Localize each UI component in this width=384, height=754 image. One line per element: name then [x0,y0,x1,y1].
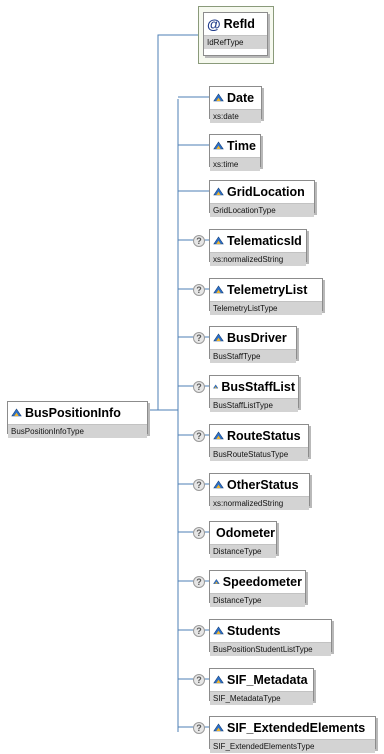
optional-icon: ? [193,625,205,637]
element-icon [11,408,22,417]
element-icon [213,579,220,584]
element-name: SIF_Metadata [227,672,308,687]
attribute-type: IdRefType [204,35,267,49]
optional-icon: ? [193,674,205,686]
element-type: DistanceType [210,593,305,607]
element-icon [213,431,224,440]
optional-icon: ? [193,381,205,393]
optional-icon: ? [193,284,205,296]
element-name: Students [227,623,281,638]
optional-icon: ? [193,479,205,491]
attribute-group: @ RefId IdRefType [198,6,274,64]
element-icon [213,723,224,732]
element-icon [213,93,224,102]
element-type: xs:normalizedString [210,496,309,510]
optional-icon: ? [193,722,205,734]
element-name: BusDriver [227,330,287,345]
attribute-node-refid[interactable]: @ RefId IdRefType [203,12,268,56]
element-type: BusStaffType [210,349,296,363]
element-name: SIF_ExtendedElements [227,720,366,735]
optional-icon: ? [193,332,205,344]
element-type: xs:time [210,157,260,171]
element-name: BusStaffList [221,379,295,394]
element-name: RouteStatus [227,428,301,443]
element-name: Time [227,138,256,153]
attribute-name: RefId [223,16,255,31]
element-node-otherstatus[interactable]: OtherStatus xs:normalizedString [209,473,310,510]
root-element-name: BusPositionInfo [25,405,121,420]
element-icon [213,384,219,389]
element-type: xs:normalizedString [210,252,306,266]
element-type: SIF_ExtendedElementsType [210,739,375,753]
element-icon [213,333,224,342]
root-element-type: BusPositionInfoType [8,424,147,438]
element-icon [213,187,224,196]
element-icon [213,236,224,245]
element-icon [213,626,224,635]
optional-icon: ? [193,576,205,588]
element-type: BusStaffListType [210,398,298,412]
element-node-telematicsid[interactable]: TelematicsId xs:normalizedString [209,229,307,266]
root-element-node[interactable]: BusPositionInfo BusPositionInfoType [7,401,148,438]
element-name: TelematicsId [227,233,302,248]
element-type: BusPositionStudentListType [210,642,331,656]
element-icon [213,480,224,489]
element-name: TelemetryList [227,282,308,297]
element-icon [213,141,224,150]
element-name: OtherStatus [227,477,299,492]
element-type: TelemetryListType [210,301,322,315]
element-node-date[interactable]: Date xs:date [209,86,262,123]
element-type: DistanceType [210,544,276,558]
element-type: SIF_MetadataType [210,691,313,705]
element-name: GridLocation [227,184,305,199]
attribute-icon: @ [207,15,221,32]
optional-icon: ? [193,430,205,442]
element-icon [213,675,224,684]
element-name: Date [227,90,255,105]
element-node-time[interactable]: Time xs:time [209,134,261,171]
optional-icon: ? [193,527,205,539]
element-type: xs:date [210,109,261,123]
element-icon [213,285,224,294]
element-name: Odometer [216,525,276,540]
element-type: BusRouteStatusType [210,447,308,461]
element-type: GridLocationType [210,203,314,217]
element-name: Speedometer [222,574,302,589]
optional-icon: ? [193,235,205,247]
